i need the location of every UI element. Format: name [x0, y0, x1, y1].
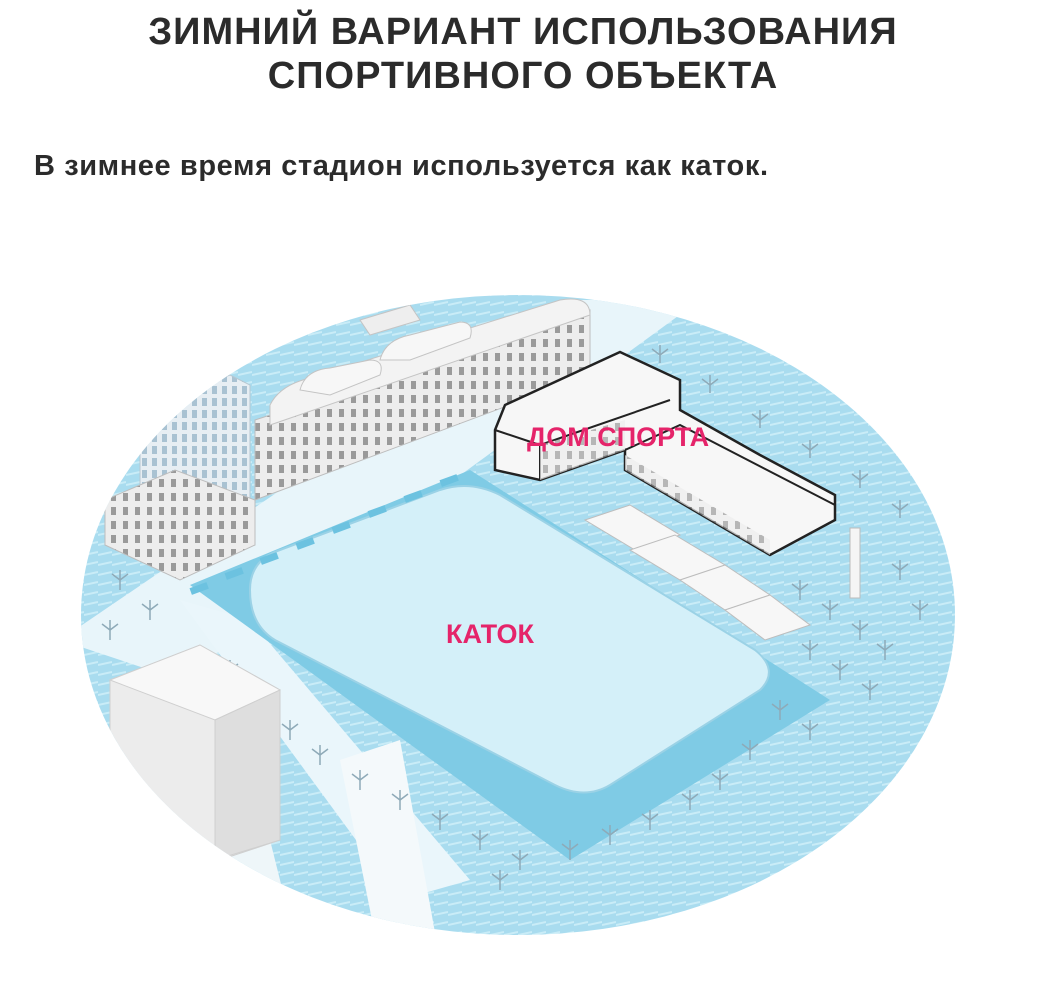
label-sports-house: ДОМ СПОРТА	[527, 422, 709, 452]
front-building	[108, 644, 282, 861]
path-markers	[189, 474, 459, 595]
title-line-1: ЗИМНИЙ ВАРИАНТ ИСПОЛЬЗОВАНИЯ	[148, 11, 898, 53]
bleachers	[583, 504, 812, 641]
residential-buildings	[104, 298, 591, 581]
label-rink: КАТОК	[446, 619, 534, 649]
site-oval	[81, 295, 955, 935]
road	[340, 740, 440, 935]
rink-ice	[248, 485, 770, 794]
page-title: ЗИМНИЙ ВАРИАНТ ИСПОЛЬЗОВАНИЯ СПОРТИВНОГО…	[0, 10, 1046, 98]
title-line-2: СПОРТИВНОГО ОБЪЕКТА	[267, 55, 779, 97]
sports-house-building	[493, 350, 837, 557]
page-subtitle: В зимнее время стадион используется как …	[34, 150, 769, 182]
floodlight-mast	[849, 527, 861, 599]
